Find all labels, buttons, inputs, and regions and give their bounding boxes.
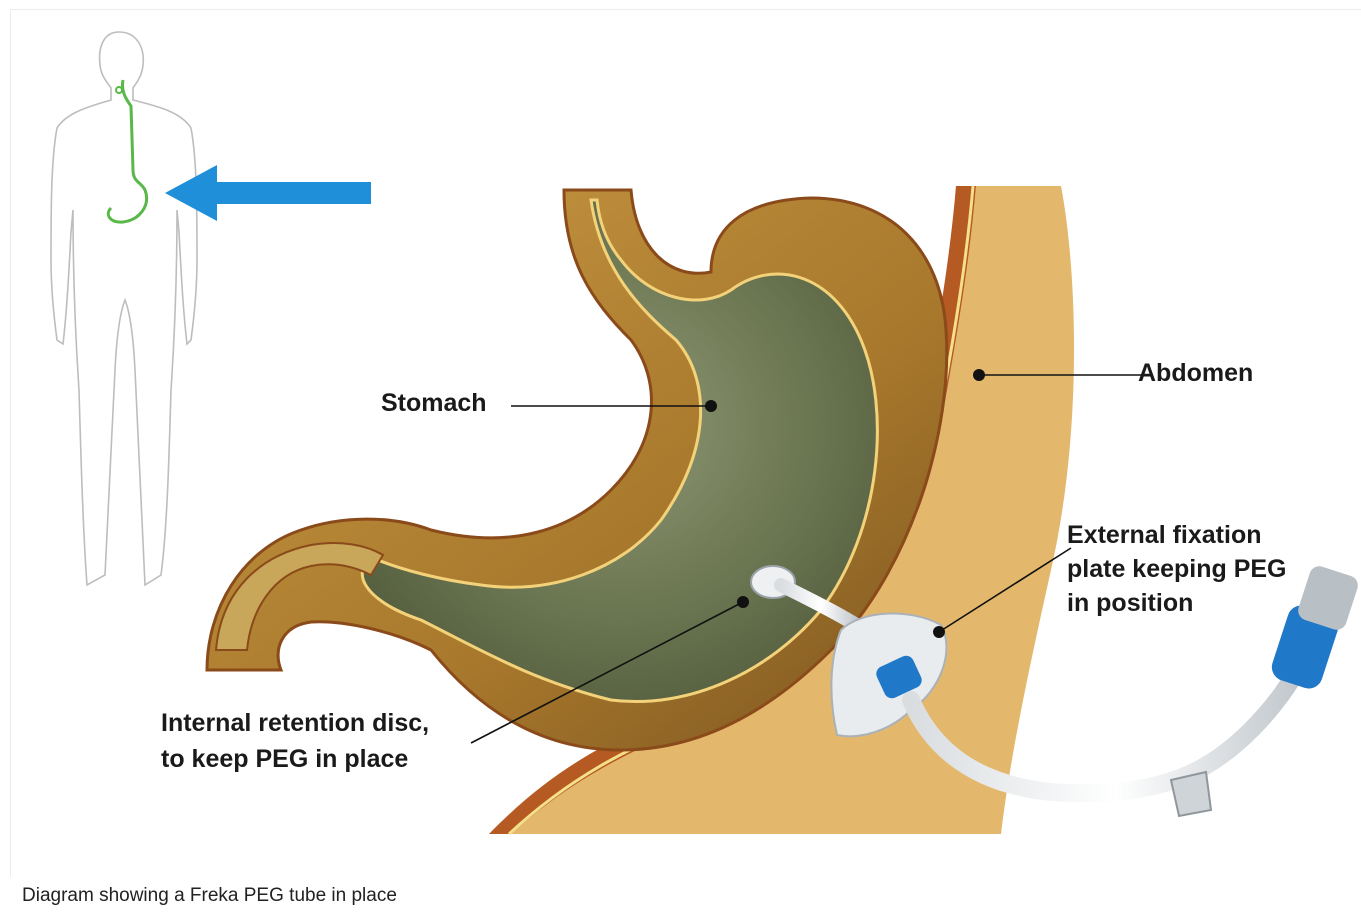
fixation-plate-label-line1: External fixation bbox=[1067, 520, 1262, 550]
retention-disc-label-line1: Internal retention disc, bbox=[161, 708, 429, 738]
body-outline bbox=[51, 32, 197, 585]
stomach-label: Stomach bbox=[381, 388, 487, 418]
abdomen-label: Abdomen bbox=[1138, 358, 1253, 388]
peg-diagram-figure: Stomach Abdomen External fixation plate … bbox=[10, 9, 1361, 877]
retention-disc-label-line2: to keep PEG in place bbox=[161, 744, 408, 774]
fixation-plate-label-line2: plate keeping PEG bbox=[1067, 554, 1287, 584]
human-silhouette-icon bbox=[51, 32, 197, 585]
fixation-plate-label-line3: in position bbox=[1067, 588, 1193, 618]
figure-caption: Diagram showing a Freka PEG tube in plac… bbox=[22, 885, 397, 907]
